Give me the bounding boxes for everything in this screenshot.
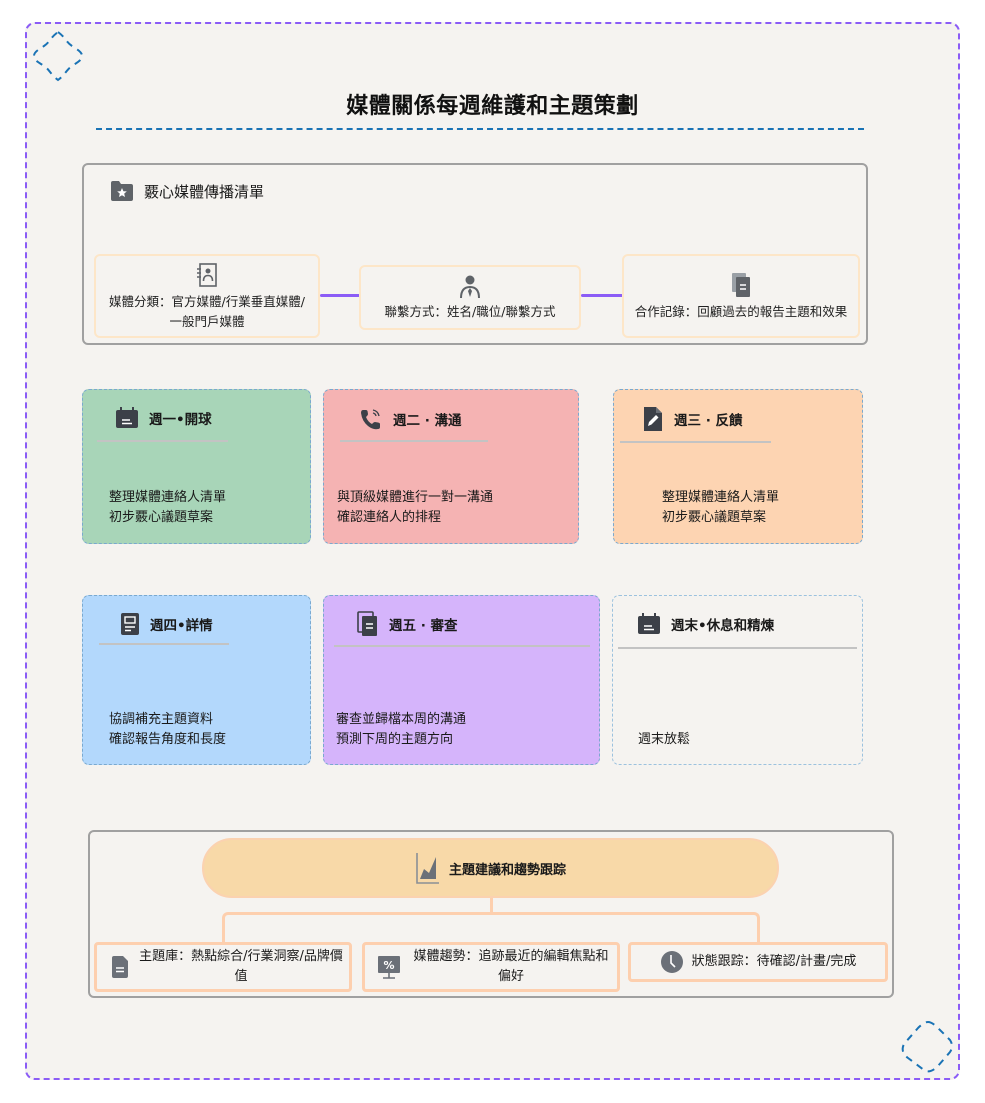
status-tracking-text: 狀態跟踪：待確認/計畫/完成 bbox=[691, 954, 857, 969]
media-trend-node: % 媒體趨勢：追跡最近的編輯焦點和偏好 bbox=[362, 942, 620, 992]
week-card-title: 週末•休息和精煉 bbox=[671, 618, 775, 634]
topic-library-text: 主題庫：熱點綜合/行業洞察/品牌價值 bbox=[139, 949, 343, 984]
contact-method-node: 聯繫方式：姓名/職位/聯繫方式 bbox=[359, 265, 581, 330]
week-card-body: 與頂級媒體進行一對一溝通 確認連絡人的排程 bbox=[337, 488, 493, 528]
week-card-body: 整理媒體連絡人清單 初步覈心議題草案 bbox=[109, 488, 226, 528]
week-card-thursday bbox=[82, 595, 311, 765]
percent-monitor-icon: % bbox=[378, 956, 400, 979]
task-line: 初步覈心議題草案 bbox=[662, 510, 767, 525]
cooperation-record-text: 合作記錄：回顧過去的報告主題和效果 bbox=[634, 304, 848, 319]
topic-tracking-title: 主題建議和趨勢跟踪 bbox=[448, 862, 566, 878]
page-title: 媒體關係每週維護和主題策劃 bbox=[346, 94, 639, 119]
person-tie-icon bbox=[460, 275, 480, 298]
documents-icon bbox=[357, 611, 377, 636]
week-card-header: 週末•休息和精煉 bbox=[637, 613, 774, 635]
week-card-header: 週一•開球 bbox=[115, 407, 212, 429]
documents-icon bbox=[732, 273, 750, 297]
svg-text:%: % bbox=[383, 959, 394, 972]
topic-tracking-heading: 主題建議和趨勢跟踪 bbox=[202, 838, 779, 898]
task-line: 確認報告角度和長度 bbox=[109, 732, 227, 747]
week-card-header: 週四•詳情 bbox=[120, 612, 213, 636]
card-divider bbox=[620, 441, 771, 443]
calendar-icon bbox=[638, 613, 660, 634]
task-line: 確認連絡人的排程 bbox=[337, 510, 442, 525]
contact-book-icon bbox=[197, 263, 217, 287]
card-divider bbox=[618, 647, 857, 649]
topic-library-node: 主題庫：熱點綜合/行業洞察/品牌價值 bbox=[94, 942, 352, 992]
week-card-title: 週二 · 溝通 bbox=[393, 413, 462, 429]
file-icon bbox=[112, 956, 128, 978]
week-card-header: 週二 · 溝通 bbox=[359, 407, 462, 431]
week-card-body: 協調補充主題資料 確認報告角度和長度 bbox=[109, 710, 226, 750]
connector-line bbox=[581, 294, 623, 297]
area-chart-icon bbox=[416, 853, 439, 884]
title-divider bbox=[96, 128, 864, 130]
week-card-title: 週四•詳情 bbox=[150, 618, 213, 634]
week-card-header: 週五 · 審查 bbox=[357, 611, 458, 637]
corner-flower-decoration-icon bbox=[32, 30, 84, 82]
cooperation-record-node: 合作記錄：回顧過去的報告主題和效果 bbox=[622, 254, 860, 338]
task-line: 整理媒體連絡人清單 bbox=[109, 490, 227, 505]
tree-connector bbox=[222, 912, 760, 944]
topic-tracking-panel bbox=[88, 830, 894, 998]
core-media-list-title: 覈心媒體傳播清單 bbox=[144, 182, 265, 201]
task-line: 週末放鬆 bbox=[638, 732, 691, 747]
status-tracking-node: 狀態跟踪：待確認/計畫/完成 bbox=[628, 942, 888, 982]
task-line: 協調補充主題資料 bbox=[109, 712, 214, 727]
clock-icon bbox=[660, 951, 683, 973]
core-media-list-heading: 覈心媒體傳播清單 bbox=[110, 180, 264, 202]
card-divider bbox=[99, 643, 229, 645]
task-line: 初步覈心議題草案 bbox=[109, 510, 214, 525]
week-card-title: 週三 · 反饋 bbox=[674, 413, 743, 429]
task-line: 預測下周的主題方向 bbox=[336, 732, 454, 747]
corner-diamond-decoration-icon bbox=[901, 1020, 953, 1073]
week-card-header: 週三 · 反饋 bbox=[642, 405, 743, 433]
task-line: 與頂級媒體進行一對一溝通 bbox=[337, 490, 494, 505]
phone-icon bbox=[361, 409, 380, 430]
task-line: 審查並歸檔本周的溝通 bbox=[336, 712, 467, 727]
card-divider bbox=[340, 440, 488, 442]
card-divider bbox=[97, 440, 228, 442]
document-icon bbox=[121, 613, 139, 635]
media-category-node: 媒體分類：官方媒體/行業垂直媒體/一般門戶媒體 bbox=[94, 254, 320, 338]
media-trend-text: 媒體趨勢：追跡最近的編輯焦點和偏好 bbox=[413, 949, 609, 984]
folder-star-icon bbox=[111, 181, 133, 201]
media-category-text: 媒體分類：官方媒體/行業垂直媒體/一般門戶媒體 bbox=[109, 294, 305, 329]
calendar-icon bbox=[116, 407, 138, 428]
week-card-body: 週末放鬆 bbox=[638, 730, 690, 750]
tree-connector bbox=[490, 898, 493, 914]
core-media-list-panel bbox=[82, 163, 868, 345]
task-line: 整理媒體連絡人清單 bbox=[662, 490, 780, 505]
week-card-title: 週五 · 審查 bbox=[389, 618, 458, 634]
edit-file-icon bbox=[644, 407, 662, 431]
week-card-title: 週一•開球 bbox=[149, 412, 212, 428]
contact-method-text: 聯繫方式：姓名/職位/聯繫方式 bbox=[384, 303, 556, 319]
card-divider bbox=[334, 645, 590, 647]
week-card-body: 整理媒體連絡人清單 初步覈心議題草案 bbox=[662, 488, 779, 528]
connector-line bbox=[320, 294, 360, 297]
week-card-body: 審查並歸檔本周的溝通 預測下周的主題方向 bbox=[336, 710, 466, 750]
